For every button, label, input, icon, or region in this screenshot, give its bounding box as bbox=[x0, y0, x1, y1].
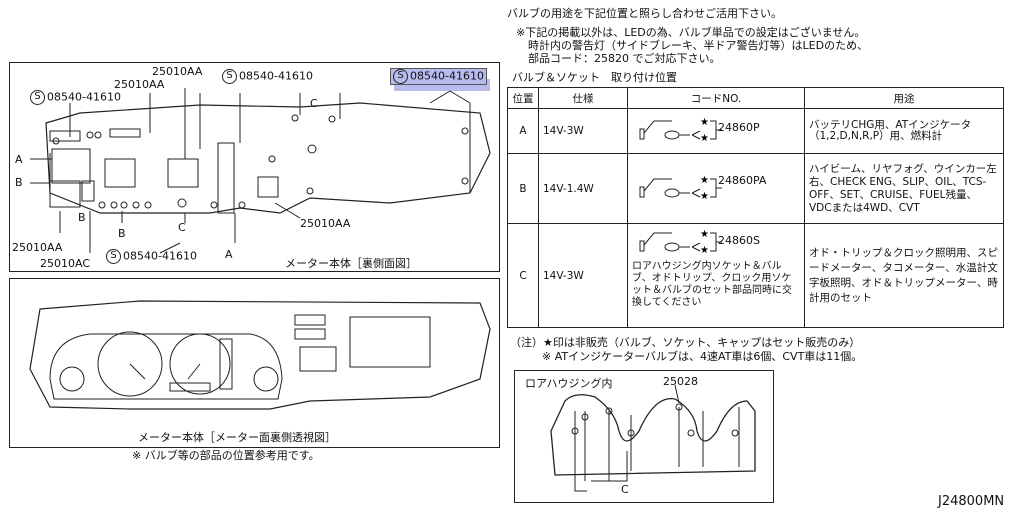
footer-code: J24800MN bbox=[938, 494, 1005, 509]
th-spec: 仕様 bbox=[538, 87, 628, 109]
svg-text:★: ★ bbox=[700, 133, 709, 144]
part-number: 08540-41610 bbox=[123, 249, 197, 263]
label-c-2: C bbox=[310, 97, 318, 110]
svg-text:★: ★ bbox=[700, 117, 709, 128]
part-number: 08540-41610 bbox=[239, 69, 313, 83]
s-mark-icon: S bbox=[393, 69, 408, 84]
row-use: ハイビーム、リヤフォグ、ウインカー左右、CHECK ENG、SLIP、OIL、T… bbox=[804, 153, 1004, 224]
caption-rear: メーター本体［裏側面図］ bbox=[285, 257, 417, 270]
label-c-1: C bbox=[178, 221, 186, 234]
bulb-socket-icon: ★ ★ bbox=[639, 117, 722, 144]
meter-face-drawing bbox=[29, 300, 491, 410]
row-use: バッテリCHG用、ATインジケータ（1,2,D,N,R,P）用、燃料計 bbox=[804, 108, 1004, 154]
label-b-3: B bbox=[118, 227, 126, 240]
row-code: 24860P bbox=[718, 121, 760, 134]
th-code: コードNO. bbox=[627, 87, 805, 109]
row-code-note: ロアハウジング内ソケット＆バルブ、オドトリップ、クロック用ソケット＆バルブのセッ… bbox=[632, 261, 792, 308]
table-row: A 14V-3W ★ ★ 24860P バッテリCHG用、ATインジケータ（1,… bbox=[507, 108, 1004, 154]
s-mark-icon: S bbox=[30, 90, 45, 105]
label-25010aa-6: 25010AA bbox=[300, 217, 351, 230]
bulb-socket-icon: ★ ★ bbox=[639, 175, 722, 202]
table-row: B 14V-1.4W ★ ★ 24860PA ハイビーム、リヤフォグ、ウインカー… bbox=[507, 153, 1004, 224]
row-code: 24860PA bbox=[718, 174, 767, 187]
caption-face: メーター本体［メーター面裏側透視図］ bbox=[138, 431, 336, 444]
lower-housing-panel: ロアハウジング内 25028 C bbox=[514, 370, 774, 503]
table-row: C 14V-3W ★ ★ 24860S ロアハウジング内ソケット＆バルブ、オドト… bbox=[507, 223, 1004, 328]
bulb-socket-icon: ★ ★ bbox=[639, 229, 722, 256]
svg-text:★: ★ bbox=[700, 191, 709, 202]
label-25010aa-1: 25010AA bbox=[152, 65, 203, 78]
note-1: （注）★印は非販売（バルブ、ソケット、キャップはセット販売のみ） bbox=[510, 336, 861, 349]
row-pos: B bbox=[507, 153, 539, 224]
svg-text:★: ★ bbox=[700, 175, 709, 186]
row-code-cell: ★ ★ 24860S ロアハウジング内ソケット＆バルブ、オドトリップ、クロック用… bbox=[627, 223, 805, 328]
label-25010aa-2: 25010AA bbox=[114, 78, 165, 91]
label-a-2: A bbox=[225, 248, 233, 261]
label-b: B bbox=[15, 176, 23, 189]
part-number: 08540-41610 bbox=[47, 90, 121, 104]
row-use: オド・トリップ＆クロック照明用、スピードメーター、タコメーター、水温計文字板照明… bbox=[804, 223, 1004, 328]
s-mark-icon: S bbox=[106, 249, 121, 264]
row-pos: A bbox=[507, 108, 539, 154]
header-line2: ※下記の掲載以外は、LEDの為、バルブ単品での設定はございません。 bbox=[516, 26, 866, 39]
row-spec: 14V-1.4W bbox=[538, 153, 628, 224]
table-header-row: 位置 仕様 コードNO. 用途 bbox=[507, 87, 1004, 109]
label-25010ac: 25010AC bbox=[40, 257, 91, 270]
svg-text:★: ★ bbox=[700, 229, 709, 240]
lower-housing-c: C bbox=[621, 483, 629, 496]
s-mark-icon: S bbox=[222, 69, 237, 84]
lower-housing-title: ロアハウジング内 bbox=[525, 377, 613, 390]
row-code-cell: ★ ★ 24860P bbox=[627, 108, 805, 154]
part-number: 08540-41610 bbox=[410, 69, 484, 83]
row-pos: C bbox=[507, 223, 539, 328]
footnote: ※ バルブ等の部品の位置参考用です。 bbox=[132, 449, 320, 462]
row-spec: 14V-3W bbox=[538, 223, 628, 328]
svg-text:★: ★ bbox=[700, 245, 709, 256]
th-use: 用途 bbox=[804, 87, 1004, 109]
label-25010aa-7: 25010AA bbox=[12, 241, 63, 254]
header-line3: 時計内の警告灯（サイドブレーキ、半ドア警告灯等）はLEDのため、 bbox=[528, 39, 869, 52]
row-code-cell: ★ ★ 24860PA bbox=[627, 153, 805, 224]
meter-face-panel: メーター本体［メーター面裏側透視図］ bbox=[9, 278, 500, 448]
lower-housing-drawing bbox=[550, 384, 756, 492]
header-line4: 部品コード：25820 でご対応下さい。 bbox=[528, 52, 721, 65]
note-2: ※ ATインジケーターバルブは、4速AT車は6個、CVT車は11個。 bbox=[542, 350, 863, 363]
section-title: バルブ＆ソケット 取り付け位置 bbox=[512, 71, 677, 84]
header-line1: バルブの用途を下記位置と照らし合わせご活用下さい。 bbox=[507, 7, 782, 20]
label-a: A bbox=[15, 153, 23, 166]
lower-housing-part: 25028 bbox=[663, 375, 698, 388]
th-position: 位置 bbox=[507, 87, 539, 109]
label-b-2: B bbox=[78, 211, 86, 224]
row-code: 24860S bbox=[718, 234, 760, 247]
bulb-table: 位置 仕様 コードNO. 用途 A 14V-3W ★ ★ 24860P バッテリ… bbox=[507, 87, 1004, 328]
row-spec: 14V-3W bbox=[538, 108, 628, 154]
